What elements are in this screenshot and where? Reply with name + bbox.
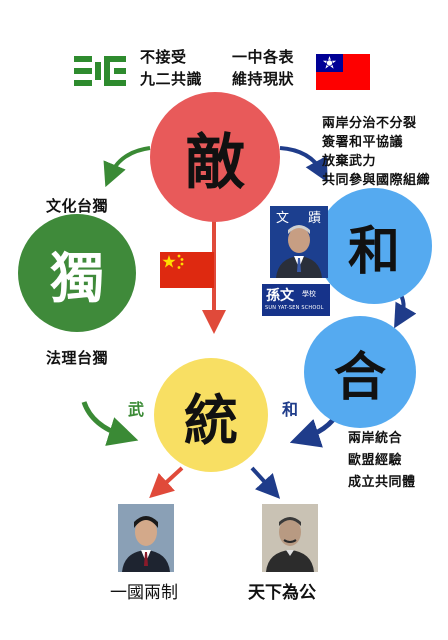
school-logo-small: 學校 xyxy=(302,290,316,298)
independence-char: 獨 xyxy=(50,246,104,310)
school-logo-main: 孫文 xyxy=(266,288,294,304)
plaque-char-1: 文 xyxy=(276,211,289,226)
unite-node: 合 xyxy=(304,316,416,428)
arrow-independence-to-unify xyxy=(81,401,139,446)
enemy-char: 敵 xyxy=(185,127,245,198)
culture-independence-text: 文化台獨 xyxy=(46,197,109,215)
unify-char: 統 xyxy=(184,388,238,452)
note-line: 兩岸統合 xyxy=(348,431,403,446)
peace-notes: 兩岸分治不分裂 簽署和平協議 放棄武力 共同參與國際組織 xyxy=(322,114,430,190)
unite-char: 合 xyxy=(333,347,386,408)
arrow-enemy-to-peace xyxy=(279,146,328,183)
top-left-text: 不接受 九二共識 xyxy=(140,46,202,90)
plaque-char-2: 蹟 xyxy=(308,211,321,226)
note-line: 簽署和平協議 xyxy=(322,135,404,150)
right-leader-photo xyxy=(262,504,318,572)
arrow-unify-to-one-country xyxy=(149,466,184,499)
peace-char: 和 xyxy=(347,221,400,282)
enemy-node: 敵 xyxy=(150,92,280,222)
note-line: 兩岸分治不分裂 xyxy=(322,116,417,131)
prc-flag-icon xyxy=(160,252,214,288)
legal-independence-text: 法理台獨 xyxy=(46,349,109,367)
independence-node: 獨 xyxy=(18,214,136,332)
1992-consensus-text: 九二共識 xyxy=(140,70,203,88)
note-line: 歐盟經驗 xyxy=(348,453,403,468)
note-line: 共同參與國際組織 xyxy=(322,173,431,188)
world-for-all-caption: 天下為公 xyxy=(248,583,316,603)
unify-node: 統 xyxy=(154,358,268,472)
arrow-unify-to-world-for-all xyxy=(250,466,281,499)
note-line: 放棄武力 xyxy=(322,154,377,169)
arrow-enemy-to-independence xyxy=(103,146,151,188)
school-logo: 孫文 學校 SUN YAT-SEN SCHOOL xyxy=(262,284,330,316)
martial-label: 武 xyxy=(128,400,145,419)
not-accept-text: 不接受 xyxy=(140,48,187,66)
roc-flag-icon xyxy=(316,54,370,90)
top-right-text: 一中各表 維持現狀 xyxy=(232,46,294,90)
official-portrait: 文 蹟 xyxy=(270,206,328,278)
status-quo-text: 維持現狀 xyxy=(232,70,295,88)
left-leader-photo xyxy=(118,504,174,572)
peaceful-label: 和 xyxy=(282,400,299,419)
one-country-two-systems-caption: 一國兩制 xyxy=(110,583,178,603)
peace-node: 和 xyxy=(316,188,432,304)
school-logo-en: SUN YAT-SEN SCHOOL xyxy=(265,305,324,311)
unite-notes: 兩岸統合 歐盟經驗 成立共同體 xyxy=(348,428,416,494)
party-logo xyxy=(72,52,130,88)
note-line: 成立共同體 xyxy=(348,475,416,490)
one-china-text: 一中各表 xyxy=(232,48,295,66)
